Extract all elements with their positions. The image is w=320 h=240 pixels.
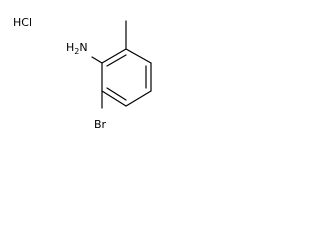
ring-bond-top-left xyxy=(101,48,127,64)
amine-bond xyxy=(91,56,103,64)
chemical-structure-diagram: HCl H2N Br xyxy=(13,16,152,131)
ring-bond-bottom-left xyxy=(101,90,127,107)
ring-bond-top-right xyxy=(125,48,152,64)
benzene-ring xyxy=(101,48,152,107)
bromo-label: Br xyxy=(94,118,107,131)
ring-bond-bottom-right xyxy=(125,90,152,107)
hcl-salt-label: HCl xyxy=(13,16,32,29)
amine-label: H2N xyxy=(66,41,88,56)
ring-double-bond-bottom-left xyxy=(106,87,127,101)
ring-double-bond-top-left xyxy=(106,54,127,67)
